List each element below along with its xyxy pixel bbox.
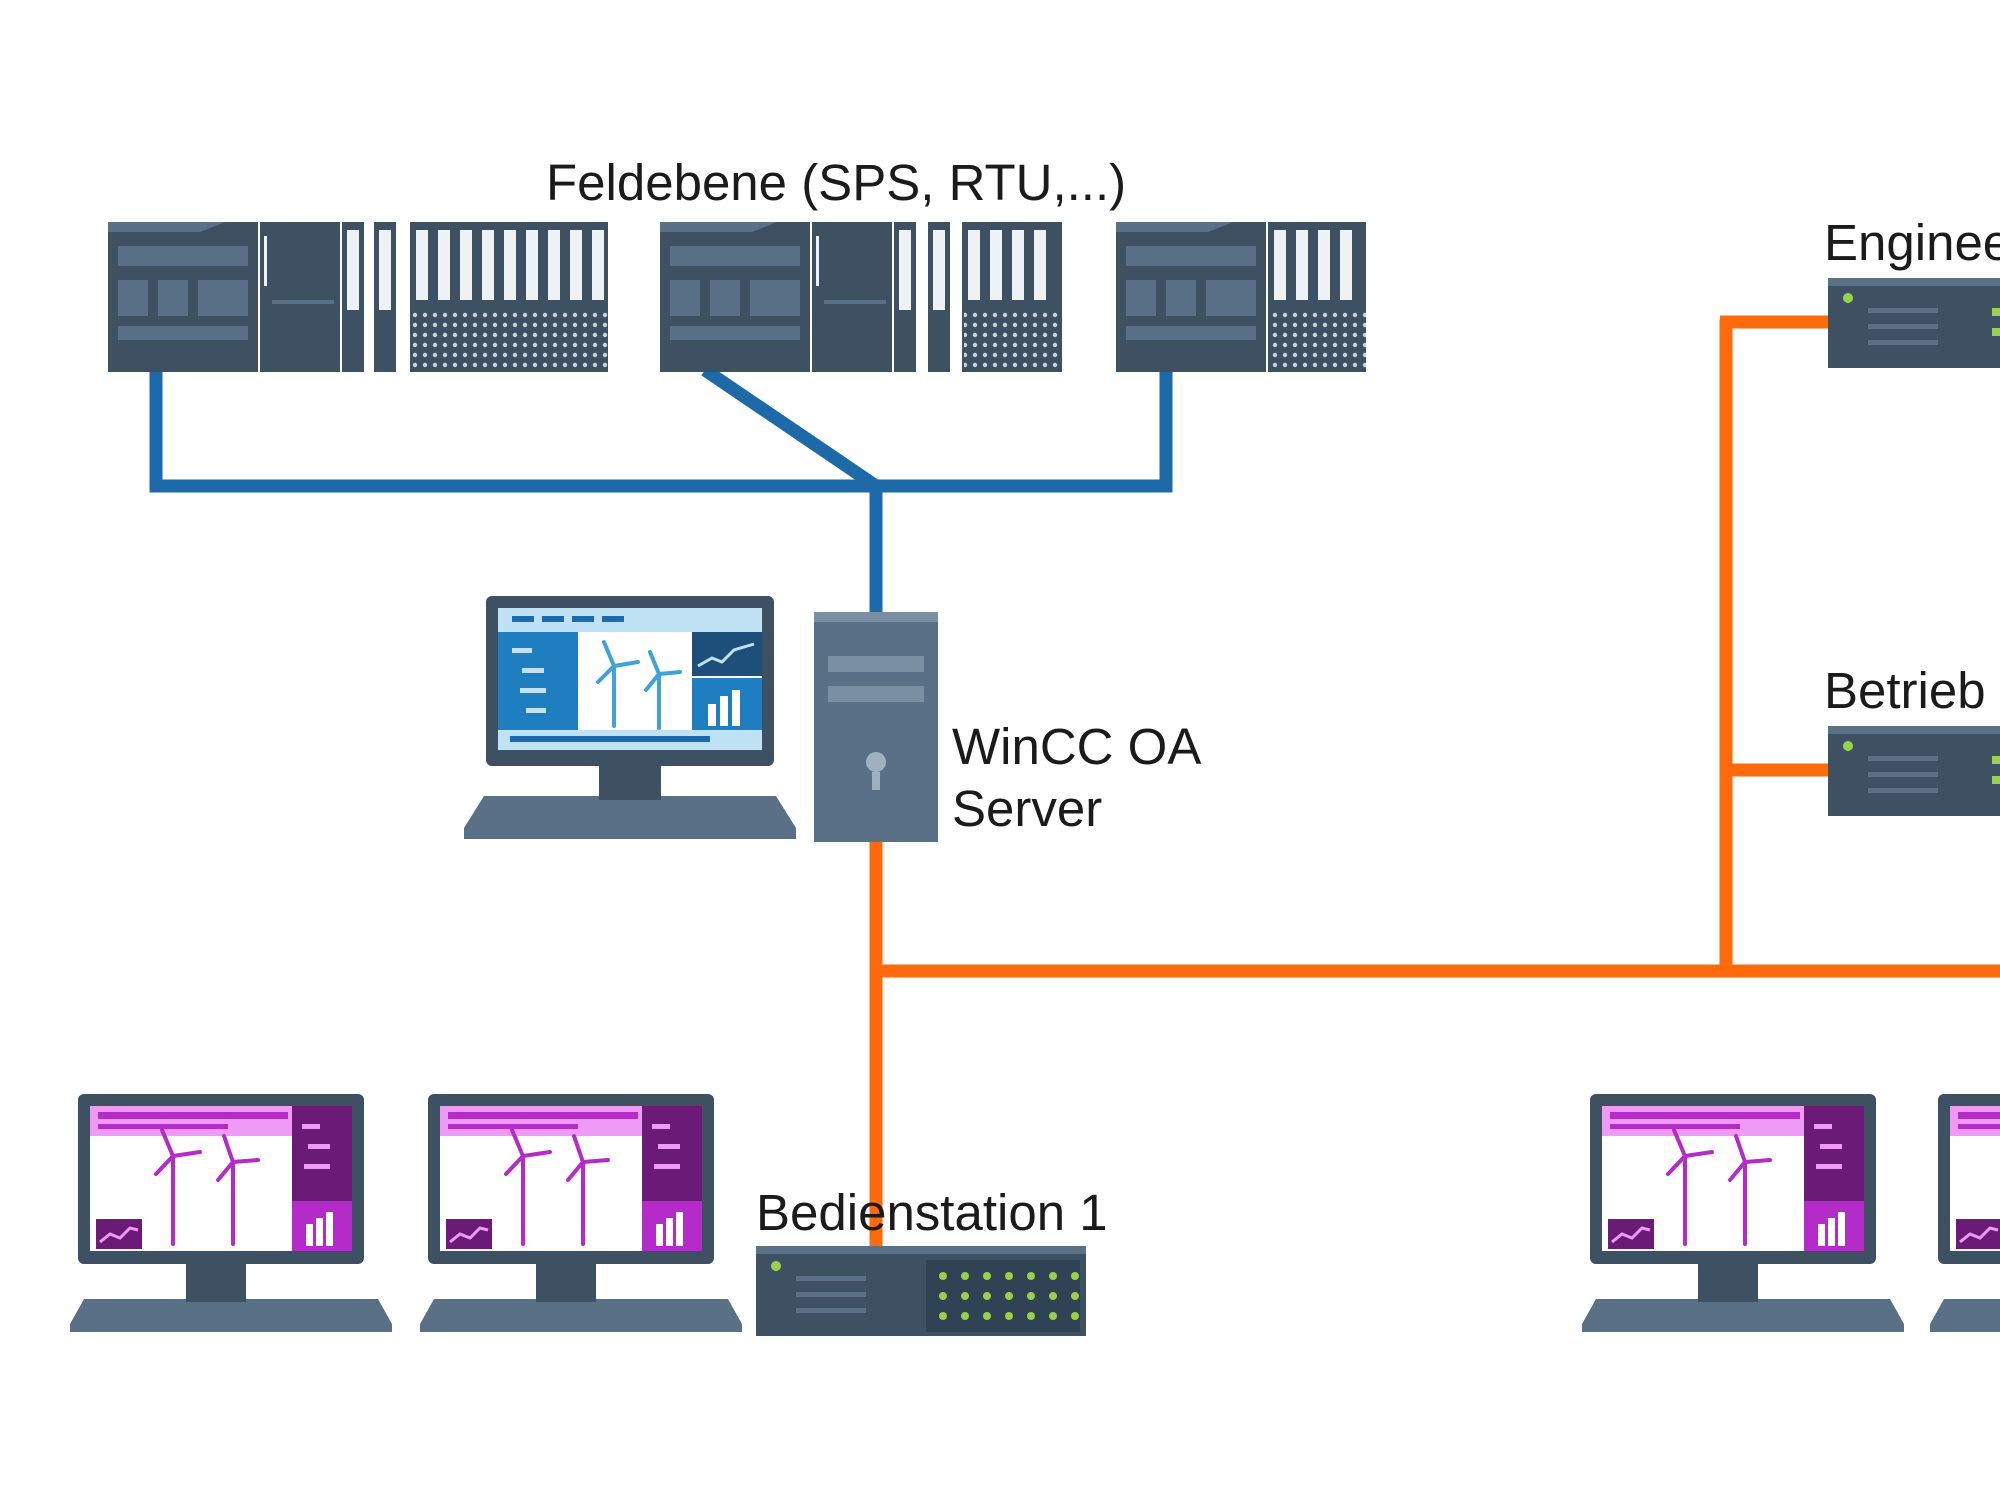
plc-rack-icon	[1116, 222, 1366, 372]
network-switch-icon	[1828, 726, 2000, 816]
desktop-monitor-icon	[1928, 1092, 2000, 1334]
wind-turbine-icon	[596, 640, 682, 730]
desktop-monitor-icon	[1580, 1092, 1906, 1334]
operation-label: Betrieb	[1824, 662, 1986, 719]
desktop-monitor-icon	[418, 1092, 744, 1334]
plc-rack-icon	[108, 222, 608, 372]
network-switch-icon	[756, 1246, 1086, 1336]
desktop-monitor-icon	[464, 596, 796, 839]
lan-lines	[869, 315, 2000, 1250]
server-label-line1: WinCC OA	[952, 718, 1202, 775]
field-level-label: Feldebene (SPS, RTU,...)	[546, 154, 1127, 211]
desktop-monitor-icon	[68, 1092, 394, 1334]
station1-label: Bedienstation 1	[756, 1184, 1108, 1241]
network-switch-icon	[1828, 278, 2000, 368]
server-label-line2: Server	[952, 780, 1103, 837]
field-bus-lines	[149, 364, 1173, 615]
plc-rack-icon	[660, 222, 1062, 372]
server-tower-icon	[814, 612, 938, 842]
engineering-label: Enginee	[1824, 214, 2000, 271]
